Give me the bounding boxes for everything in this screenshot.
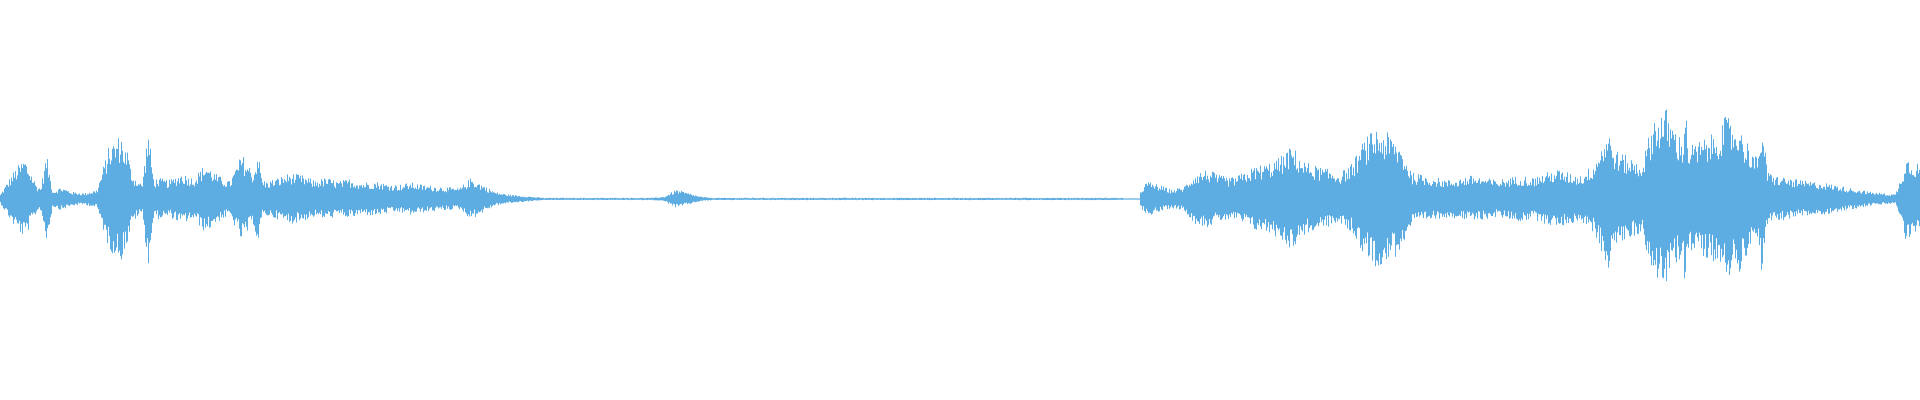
- waveform-path: [0, 109, 1920, 282]
